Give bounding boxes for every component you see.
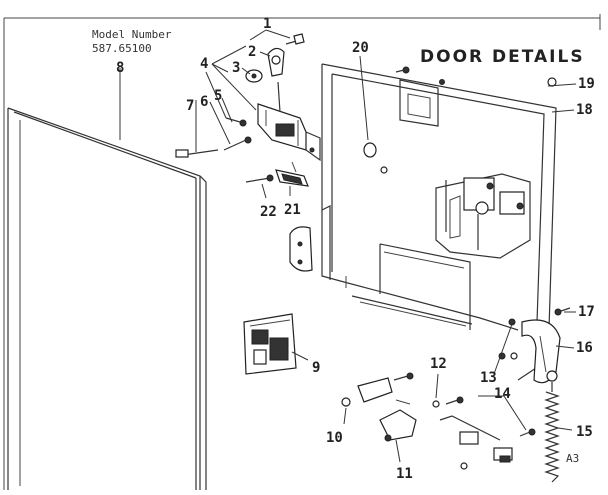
page-border	[3, 14, 601, 490]
door-hinge-arm	[521, 319, 561, 384]
screws	[395, 66, 571, 316]
latch-block	[243, 313, 297, 375]
door-spring	[544, 382, 560, 483]
callout-15: 15	[576, 424, 593, 440]
callout-13: 13	[480, 370, 497, 386]
callout-10: 10	[326, 430, 343, 446]
callout-9: 9	[312, 360, 320, 376]
callout-7: 7	[186, 98, 194, 114]
corner-code: A3	[566, 452, 579, 465]
callout-16: 16	[576, 340, 593, 356]
callout-12: 12	[430, 356, 447, 372]
inner-left-hinge	[289, 226, 313, 272]
callout-14: 14	[494, 386, 511, 402]
dispenser-assembly	[435, 173, 531, 259]
diagram-title: DOOR DETAILS	[420, 47, 585, 67]
callout-17: 17	[578, 304, 595, 320]
model-number: 587.65100	[92, 42, 152, 55]
model-label: Model Number	[92, 28, 172, 41]
leader-lines	[195, 29, 577, 463]
catch-bracket	[245, 161, 309, 187]
callout-labels: 1 2 3 4 5 6 7 8 9 10 11 12 13 14 15 16 1…	[116, 16, 595, 482]
callout-3: 3	[232, 60, 240, 76]
callout-20: 20	[352, 40, 369, 56]
callout-19: 19	[578, 76, 595, 92]
callout-18: 18	[576, 102, 593, 118]
latch-hardware	[175, 33, 321, 162]
callout-6: 6	[200, 94, 208, 110]
door-outer-panel	[7, 68, 207, 490]
callout-4: 4	[200, 56, 208, 72]
callout-8: 8	[116, 60, 124, 76]
callout-11: 11	[396, 466, 413, 482]
callout-5: 5	[214, 88, 222, 104]
callout-22: 22	[260, 204, 277, 220]
lower-hardware	[341, 318, 536, 470]
callout-1: 1	[263, 16, 271, 32]
callout-21: 21	[284, 202, 301, 218]
callout-2: 2	[248, 44, 256, 60]
inner-door-frame	[321, 63, 557, 381]
